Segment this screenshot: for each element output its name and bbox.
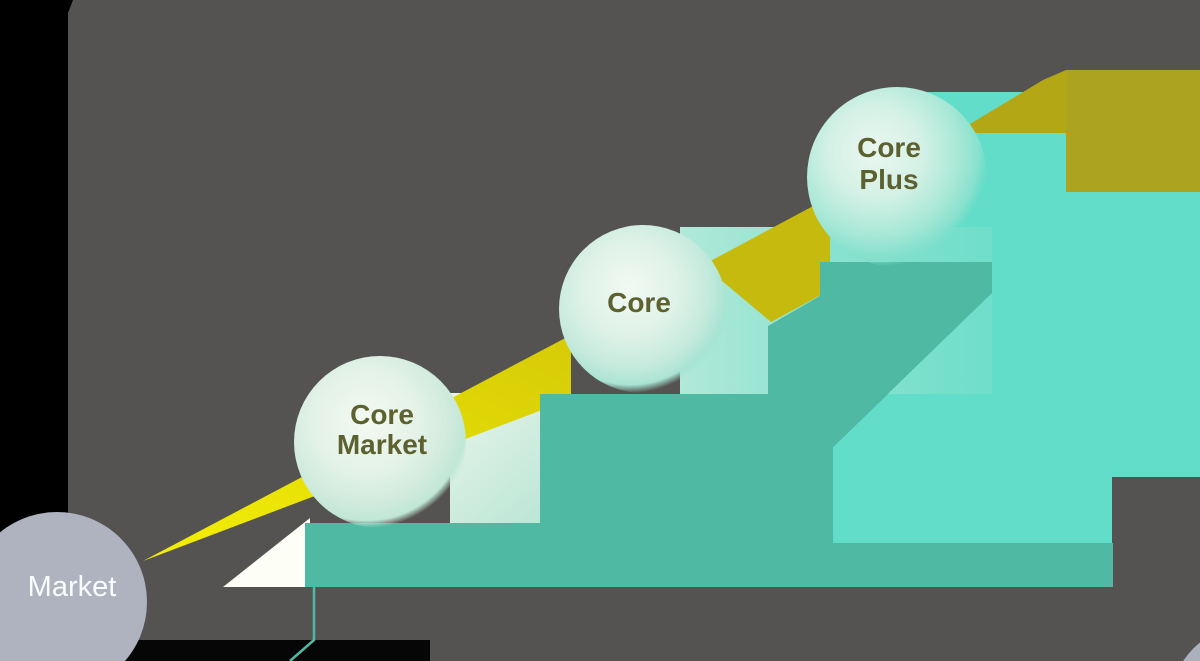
arrow-tail-glow <box>223 518 310 587</box>
core-market-label-line1: Core <box>350 399 414 430</box>
core-market-label-line2: Market <box>337 429 427 460</box>
core-label: Core <box>607 287 671 318</box>
teal-staircase <box>305 262 992 587</box>
arrow-band-middle <box>703 197 830 322</box>
core-plus-circle <box>807 87 987 267</box>
core-plus-label-line1: Core <box>857 132 921 163</box>
market-circle <box>0 512 147 661</box>
y-axis-arrow-notch <box>68 0 73 13</box>
teal-leader-line <box>289 585 316 661</box>
arrow-end-block <box>1066 70 1200 192</box>
market-label: Market <box>28 571 117 603</box>
x-axis-band <box>68 640 430 661</box>
core-plus-label-line2: Plus <box>859 164 918 195</box>
teal-bottom-band <box>833 543 1113 587</box>
core-market-circle <box>294 356 466 528</box>
core-circle <box>559 225 727 393</box>
arrow-head-wedge <box>955 70 1066 133</box>
corner-circle-fragment <box>1183 642 1200 661</box>
